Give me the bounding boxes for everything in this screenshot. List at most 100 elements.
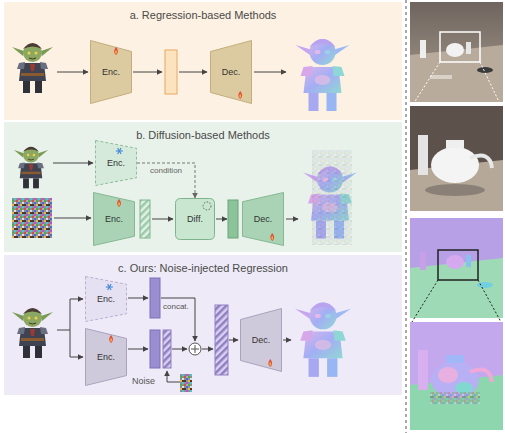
block-label: Enc. [105,214,123,224]
illustration-part [312,150,352,245]
illustration-part [431,147,479,183]
illustration-part [480,62,501,106]
block-label: Diff. [187,214,203,224]
illustration-part [202,349,213,350]
operation-label: concat. [163,302,189,311]
illustration-part [228,200,238,238]
block-outline [241,309,282,372]
illustration-part [70,330,83,357]
block-outline [86,329,127,386]
illustration-part [179,72,207,73]
block-outline [91,41,132,104]
illustration-part [4,255,402,395]
illustration-part [215,305,228,375]
flame-icon [268,359,272,367]
illustration-part [161,298,195,341]
block-label: Enc. [97,352,115,362]
illustration-part [406,0,407,433]
diffusion-block: Diff. [175,198,215,240]
method-panel: c. Ours: Noise-injected RegressionEnc. En… [4,255,402,395]
flame-icon [270,233,274,241]
illustration-part [283,340,291,341]
illustration-part [57,72,88,73]
illustration-part [430,392,480,404]
flame-icon [109,335,113,343]
illustration-part [180,374,192,392]
illustration-part [466,42,471,54]
illustration-part [446,140,464,148]
illustration-part [12,308,53,358]
illustration-part [57,299,83,330]
illustration-part [410,218,503,318]
illustration-part [425,184,485,196]
illustration-part [446,355,464,363]
illustration-part [412,62,440,106]
snow-icon [106,284,113,290]
block-label: Dec. [254,214,273,224]
block-outline [96,141,137,186]
block-outline [176,199,215,240]
panel-backgrounds [4,2,402,395]
real-scene-examples [406,0,503,433]
panel-b-illustration [12,147,357,245]
illustration-part [470,156,492,168]
illustration-part [4,2,402,120]
decoder-block: Dec. [242,192,284,246]
illustration-part [410,106,503,211]
method-panel: b. Diffusion-based MethodsEnc. Enc. Diff. D… [4,122,402,252]
block-label: Enc. [97,294,115,304]
panel-heading: b. Diffusion-based Methods [136,129,270,141]
block-label: Enc. [107,158,125,168]
panel-heading: a. Regression-based Methods [130,9,277,21]
illustration-part [446,43,464,57]
block-label: Dec. [222,67,241,77]
panel-a-illustration [12,39,350,111]
block-outline [211,41,252,104]
decoder-block: Dec. [210,40,252,104]
block-label: Dec. [252,335,271,345]
illustration-part [418,350,428,390]
encoder-block: Enc. [85,328,127,386]
illustration-part [477,282,493,288]
edge-label: condition [149,166,183,175]
flame-icon [117,199,121,207]
illustration-part [420,40,426,58]
illustration-part [14,147,48,189]
illustration-part [133,72,162,73]
panel-heading: c. Ours: Noise-injected Regression [118,262,288,274]
snow-icon [116,148,123,154]
illustration-part [150,278,160,318]
illustration-part [446,255,464,269]
illustration-part [410,322,503,430]
illustration-part [12,43,53,93]
illustration-part [4,122,402,252]
illustration-part [438,250,478,280]
encoder-block: Enc. [90,40,132,104]
block-outline [94,193,135,246]
illustration-part [440,32,480,62]
illustration-part [295,302,351,376]
block-outline [86,277,127,322]
illustration-part [172,349,187,350]
illustration-part [412,280,438,322]
illustration-part [477,67,493,73]
block-outline [243,193,284,246]
method-panel: a. Regression-based MethodsEnc. Dec. [4,2,402,120]
flame-icon [114,47,118,55]
illustration-part [195,345,196,353]
illustration-part [466,255,471,267]
illustration-part [420,252,426,270]
illustration-part [150,330,160,368]
illustration-part [167,371,180,382]
illustration-part [438,367,458,383]
illustration-part [216,219,227,220]
illustration-part [430,75,452,79]
illustration-part [165,50,177,94]
illustration-part [128,349,148,350]
frozen-encoder-block: Enc. [95,140,137,186]
input-label: Noise [132,376,155,386]
block-label: Enc. [102,67,120,77]
